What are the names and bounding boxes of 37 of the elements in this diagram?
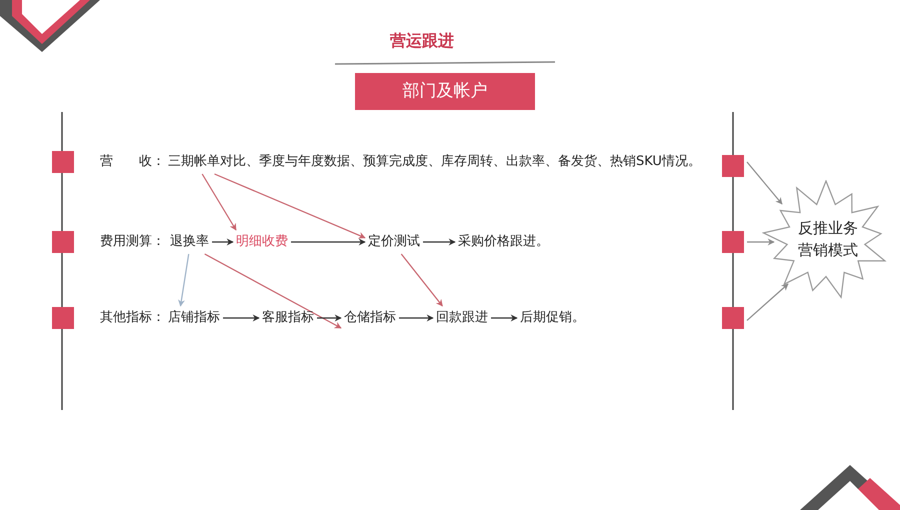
arrow <box>491 314 518 322</box>
arrow <box>423 238 456 246</box>
row-label: 费用测算： <box>100 233 165 251</box>
arrow <box>223 314 260 322</box>
item-text: 明细收费 <box>236 233 288 251</box>
bullet-square <box>722 231 744 253</box>
bullet-square <box>52 151 74 173</box>
arrow <box>747 238 775 246</box>
arrow <box>399 314 434 322</box>
arrow <box>202 174 237 231</box>
callout-text: 反推业务营销模式 <box>797 218 859 261</box>
arrow <box>214 173 366 239</box>
item-text: 仓储指标 <box>344 309 396 327</box>
item-text: 退换率 <box>170 233 209 251</box>
section-header: 部门及帐户 <box>355 73 535 110</box>
bullet-square <box>52 307 74 329</box>
item-text: 店铺指标 <box>168 309 220 327</box>
title: 营运跟进 <box>390 30 454 52</box>
arrow <box>291 238 366 246</box>
item-text: 后期促销。 <box>520 309 585 327</box>
item-text: 定价测试 <box>368 233 420 251</box>
arrow <box>746 284 789 321</box>
arrow <box>178 254 190 307</box>
bullet-square <box>722 307 744 329</box>
item-text: 回款跟进 <box>436 309 488 327</box>
arrow <box>204 253 342 329</box>
row-label: 营 收： <box>100 153 166 171</box>
bullet-square <box>722 155 744 177</box>
item-text: 采购价格跟进。 <box>458 233 549 251</box>
arrow <box>746 162 782 205</box>
item-text: 三期帐单对比、季度与年度数据、预算完成度、库存周转、出款率、备发货、热销SKU情况。 <box>168 153 701 171</box>
bullet-square <box>52 231 74 253</box>
item-text: 客服指标 <box>262 309 314 327</box>
row-label: 其他指标： <box>100 309 165 327</box>
arrow <box>212 238 234 246</box>
arrow <box>317 314 342 322</box>
arrow <box>400 254 443 307</box>
